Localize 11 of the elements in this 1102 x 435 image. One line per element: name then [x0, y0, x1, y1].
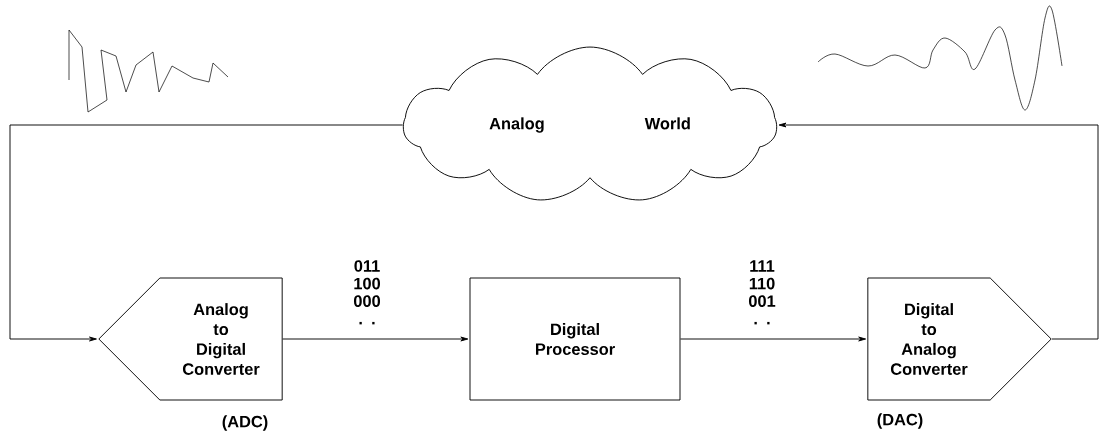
process-box: Digital Processor [469, 277, 681, 401]
caption-text: (ADC) [222, 415, 268, 431]
caption-text: (DAC) [877, 413, 923, 429]
converter-box: Digital to Analog Converter [867, 277, 1052, 401]
arrow [9, 124, 404, 342]
converter-box: Analog to Digital Converter [98, 277, 283, 401]
arrow [778, 122, 1099, 340]
arrow [680, 336, 867, 342]
edge-label: 111 110 001 . . [748, 260, 776, 325]
edge-label: 011 100 000 . . [353, 260, 381, 325]
arrow [282, 336, 469, 342]
